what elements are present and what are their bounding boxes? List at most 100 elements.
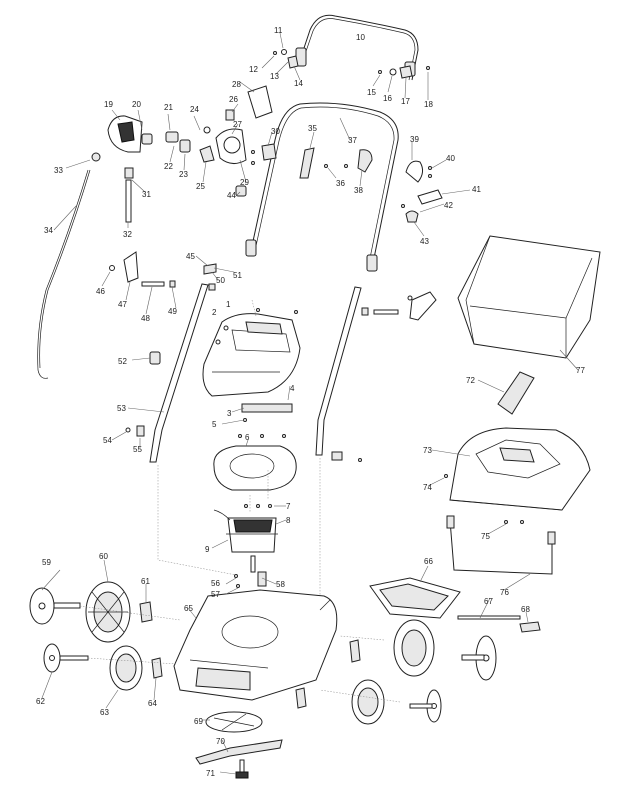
label-55: 55 — [133, 445, 142, 454]
label-28: 28 — [232, 80, 241, 89]
label-35: 35 — [308, 124, 317, 133]
label-72: 72 — [466, 376, 475, 385]
label-7: 7 — [286, 502, 291, 511]
motor-cover-part — [202, 308, 301, 397]
label-34: 34 — [44, 226, 53, 235]
lower-handle-bolts — [109, 251, 437, 462]
lower-handle-left — [149, 283, 362, 463]
grass-box-frame — [444, 474, 556, 575]
label-56: 56 — [211, 579, 220, 588]
cable-parts-31-34 — [37, 152, 134, 379]
label-10: 10 — [356, 33, 365, 42]
label-30: 30 — [271, 127, 280, 136]
label-14: 14 — [294, 79, 303, 88]
label-2: 2 — [212, 308, 217, 317]
label-44: 44 — [227, 191, 236, 200]
label-32: 32 — [123, 230, 132, 239]
label-52: 52 — [118, 357, 127, 366]
label-12: 12 — [249, 65, 258, 74]
wheel-rear-left — [29, 581, 153, 643]
label-61: 61 — [141, 577, 150, 586]
part-labels: 1 2 3 4 5 6 7 8 9 10 11 12 13 14 15 16 1… — [36, 26, 585, 778]
guide-lines — [79, 299, 401, 703]
label-3: 3 — [227, 409, 232, 418]
wheel-rear-right — [349, 619, 497, 681]
grass-box-lid — [449, 427, 591, 511]
label-66: 66 — [424, 557, 433, 566]
label-63: 63 — [100, 708, 109, 717]
label-16: 16 — [383, 94, 392, 103]
label-19: 19 — [104, 100, 113, 109]
motor-part — [213, 504, 278, 573]
label-15: 15 — [367, 88, 376, 97]
label-27: 27 — [233, 120, 242, 129]
label-21: 21 — [164, 103, 173, 112]
label-45: 45 — [186, 252, 195, 261]
label-67: 67 — [484, 597, 493, 606]
label-1: 1 — [226, 300, 231, 309]
label-39: 39 — [410, 135, 419, 144]
label-11: 11 — [274, 26, 283, 35]
label-5: 5 — [212, 420, 217, 429]
label-13: 13 — [270, 72, 279, 81]
label-18: 18 — [424, 100, 433, 109]
label-46: 46 — [96, 287, 105, 296]
mower-deck-part — [173, 571, 338, 701]
label-58: 58 — [276, 580, 285, 589]
label-59: 59 — [42, 558, 51, 567]
label-71: 71 — [206, 769, 215, 778]
label-22: 22 — [164, 162, 173, 171]
label-57: 57 — [211, 590, 220, 599]
label-26: 26 — [229, 95, 238, 104]
label-33: 33 — [54, 166, 63, 175]
label-9: 9 — [205, 545, 210, 554]
label-65: 65 — [184, 604, 193, 613]
handle-knob-parts — [273, 49, 430, 79]
label-47: 47 — [118, 300, 127, 309]
handle-clips-35-38 — [299, 147, 373, 179]
switch-box-assembly — [107, 85, 277, 197]
label-48: 48 — [141, 314, 150, 323]
label-25: 25 — [196, 182, 205, 191]
label-24: 24 — [190, 105, 199, 114]
fan-part — [205, 711, 263, 733]
label-49: 49 — [168, 307, 177, 316]
middle-handle-part — [245, 102, 399, 272]
label-43: 43 — [420, 237, 429, 246]
leader-lines — [41, 32, 579, 775]
label-6: 6 — [245, 433, 250, 442]
upper-handle-part — [295, 14, 419, 81]
label-41: 41 — [472, 185, 481, 194]
right-knob-parts — [401, 160, 443, 223]
label-77: 77 — [576, 366, 585, 375]
label-29: 29 — [240, 178, 249, 187]
label-76: 76 — [500, 588, 509, 597]
rear-flap-part — [369, 577, 541, 633]
blade-bolt-part — [235, 759, 249, 779]
label-64: 64 — [148, 699, 157, 708]
label-8: 8 — [286, 516, 291, 525]
label-54: 54 — [103, 436, 112, 445]
label-4: 4 — [290, 384, 295, 393]
label-68: 68 — [521, 605, 530, 614]
label-73: 73 — [423, 446, 432, 455]
label-17: 17 — [401, 97, 410, 106]
grass-box-handle — [497, 371, 535, 415]
blade-part — [195, 739, 283, 765]
label-23: 23 — [179, 170, 188, 179]
label-53: 53 — [117, 404, 126, 413]
label-40: 40 — [446, 154, 455, 163]
label-69: 69 — [194, 717, 203, 726]
motor-mount-plate — [213, 434, 297, 491]
label-31: 31 — [142, 190, 151, 199]
label-74: 74 — [423, 483, 432, 492]
label-75: 75 — [481, 532, 490, 541]
wheel-front-right — [295, 679, 442, 725]
label-37: 37 — [348, 136, 357, 145]
grass-box-bag — [457, 235, 601, 359]
label-70: 70 — [216, 737, 225, 746]
cover-strip-part — [241, 403, 293, 422]
label-51: 51 — [233, 271, 242, 280]
